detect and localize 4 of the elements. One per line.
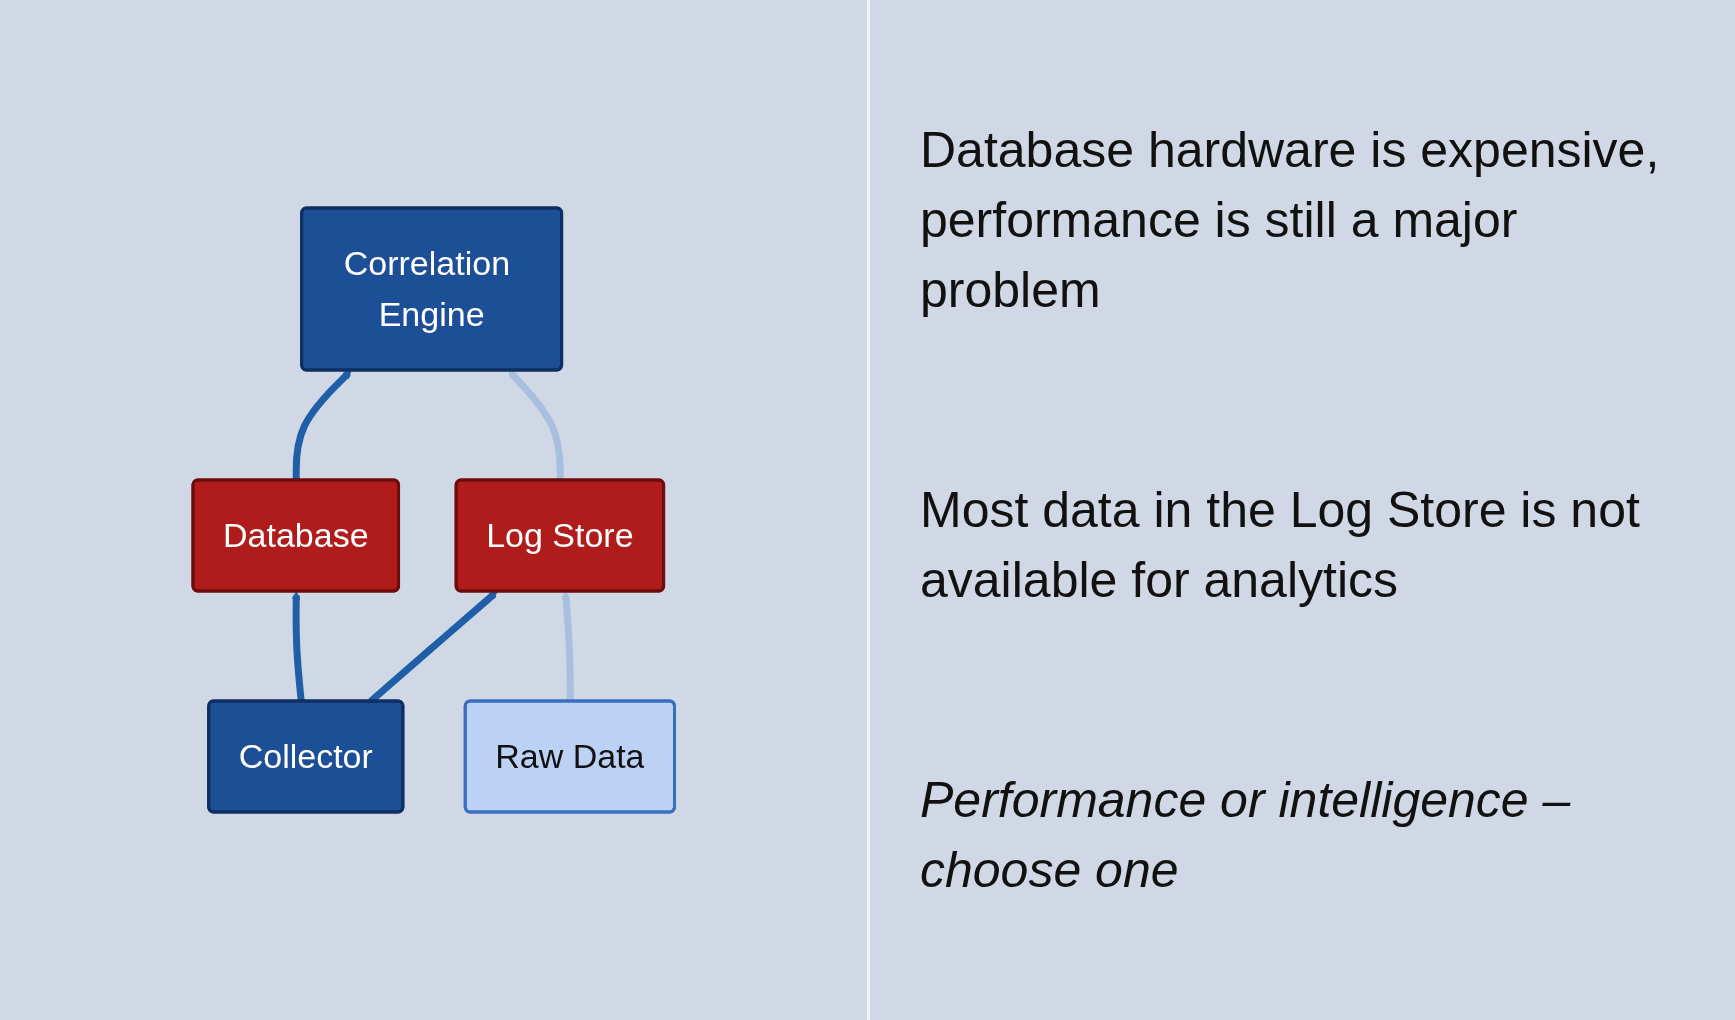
arrow — [292, 370, 352, 481]
note-text: Performance or intelligence – choose one — [920, 771, 1572, 900]
note-text: Database hardware is expensive, performance is still a major problem — [920, 121, 1661, 320]
note-text: Most data in the Log Store is not available for analytics — [920, 481, 1641, 610]
